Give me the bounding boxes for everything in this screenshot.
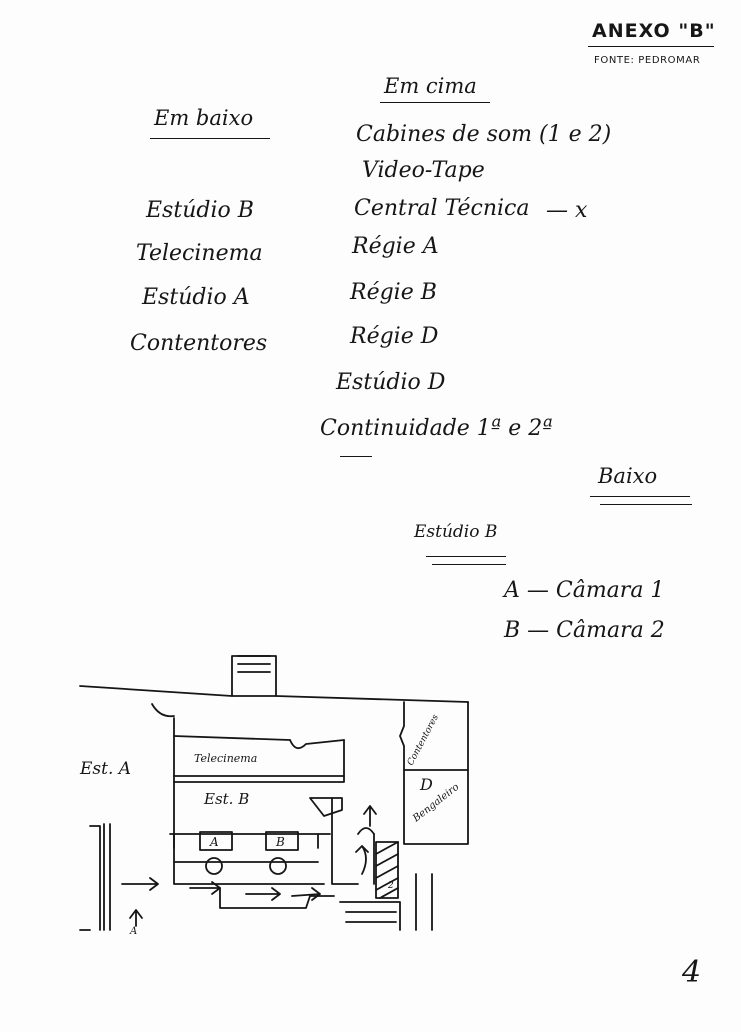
plan-label-cam-b: B — [275, 835, 285, 849]
floor-plan-sketch: Est. A Telecinema Est. B A B Contentores… — [79, 655, 469, 937]
studio-underline-1 — [426, 556, 506, 557]
baixo-underline-2 — [600, 504, 692, 505]
downstairs-item: Contentores — [130, 331, 268, 356]
plan-right-posts — [415, 873, 433, 931]
plan-corridor-arc — [357, 827, 375, 835]
annex-title: ANEXO "B" — [592, 20, 716, 42]
plan-camera-b-circle — [269, 857, 287, 875]
plan-flow-arrow-1 — [121, 877, 159, 891]
plan-door-arc — [151, 703, 175, 718]
page-number: 4 — [682, 955, 702, 990]
downstairs-item: Telecinema — [136, 241, 263, 266]
plan-label-est-a: Est. A — [79, 759, 131, 779]
plan-lower-right-wall — [339, 901, 401, 931]
title-underline — [588, 46, 714, 47]
upstairs-underline — [380, 102, 490, 103]
upstairs-item: Cabines de som (1 e 2) — [356, 122, 612, 147]
plan-stair-box — [375, 841, 399, 899]
plan-camera-b-box — [265, 831, 299, 851]
camera-item: B — Câmara 2 — [504, 618, 665, 643]
upstairs-item: Régie B — [350, 280, 437, 305]
upstairs-item: Continuidade 1ª e 2ª — [320, 416, 553, 441]
plan-label-entry: A — [129, 926, 137, 937]
plan-telecinema-walls — [173, 717, 345, 783]
plan-label-contentores: Contentores — [406, 713, 441, 768]
plan-left-lower-hatch — [103, 823, 111, 931]
camera-item: A — Câmara 1 — [504, 578, 665, 603]
plan-telecinema-notch — [289, 739, 345, 750]
plan-lower-steps — [345, 911, 397, 923]
plan-stub-wall — [231, 655, 277, 697]
downstairs-item: Estúdio A — [142, 285, 250, 310]
plan-label-bengaleiro: Bengaleiro — [410, 782, 461, 825]
plan-flow-arrow-4 — [291, 887, 321, 901]
list-end-underline — [340, 456, 372, 457]
plan-stub-hatch — [237, 655, 271, 673]
plan-label-d: D — [419, 775, 433, 794]
upstairs-item: Central Técnica — [354, 196, 530, 221]
downstairs-item: Estúdio B — [146, 198, 254, 223]
plan-flow-arrow-2 — [189, 881, 221, 895]
plan-curve-arrow — [355, 845, 369, 875]
plan-top-wall — [79, 685, 469, 703]
plan-right-rooms — [399, 701, 469, 845]
plan-up-arrow — [363, 805, 377, 827]
downstairs-underline — [150, 138, 270, 139]
plan-flow-arrow-3 — [245, 887, 281, 901]
upstairs-item: Video-Tape — [362, 158, 485, 183]
plan-label-2: 2 — [387, 881, 394, 891]
upstairs-item: Estúdio D — [336, 370, 446, 395]
upstairs-item: Régie D — [350, 324, 439, 349]
plan-label-telecinema: Telecinema — [194, 752, 257, 765]
baixo-studio: Estúdio B — [414, 522, 498, 542]
baixo-underline-1 — [590, 496, 690, 497]
plan-est-b-fixture — [309, 797, 343, 817]
baixo-heading: Baixo — [598, 464, 658, 488]
central-tecnica-mark: — x — [546, 198, 588, 223]
upstairs-item: Régie A — [352, 234, 439, 259]
plan-camera-a-circle — [205, 857, 223, 875]
plan-camera-a-box — [199, 831, 233, 851]
plan-corridor-wall — [331, 797, 359, 885]
source-note: FONTE: PEDROMAR — [594, 55, 701, 66]
plan-left-lower-wall — [89, 825, 101, 931]
downstairs-heading: Em baixo — [154, 106, 254, 130]
plan-entry-arrow — [129, 909, 143, 927]
plan-label-cam-a: A — [209, 835, 219, 849]
plan-telecinema-top — [173, 735, 291, 741]
studio-underline-2 — [432, 564, 506, 565]
plan-stair-hatch — [375, 841, 399, 899]
plan-rail-ends — [173, 833, 319, 849]
upstairs-heading: Em cima — [384, 74, 477, 98]
plan-est-b-walls — [173, 781, 325, 885]
plan-label-est-b: Est. B — [203, 790, 249, 808]
